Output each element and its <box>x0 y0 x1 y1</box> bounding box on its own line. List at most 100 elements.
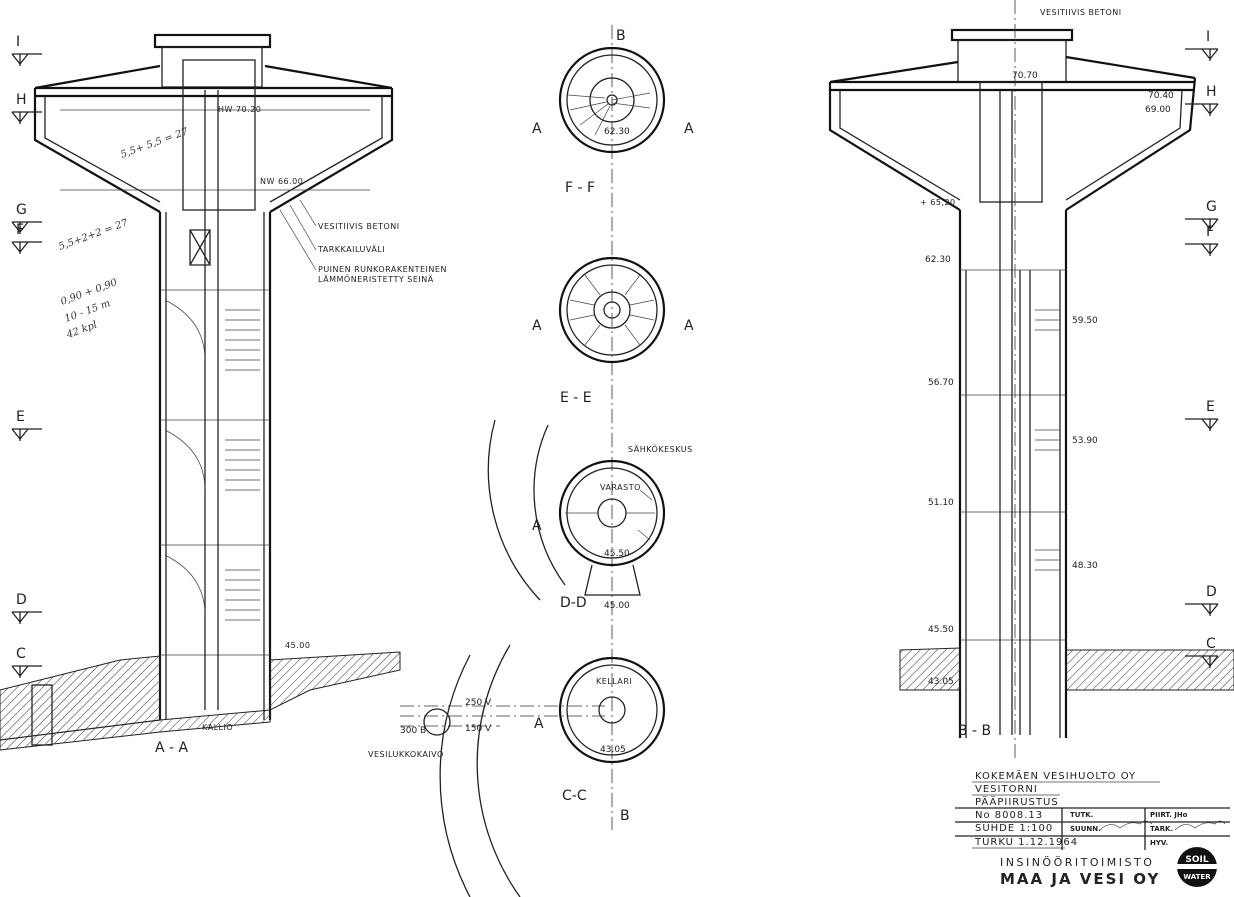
roof-slab <box>35 86 392 98</box>
tank-outer-wall <box>33 88 394 213</box>
section-b-b: VESITIIVIS BETONI 70.70 70.40 69.00 + 65… <box>828 0 1234 760</box>
drawing-label: C <box>16 646 26 662</box>
floor-lines <box>160 289 270 656</box>
drawing-label: SUUNN. <box>1070 825 1101 833</box>
drawing-label: D-D <box>560 595 587 611</box>
drawing-label: A <box>532 318 542 334</box>
water-level-lines <box>60 109 370 191</box>
slope-arc-outer <box>487 419 541 601</box>
foundation <box>0 709 271 751</box>
drawing-label: I <box>1206 29 1210 45</box>
drawing-label: 51.10 <box>928 498 954 508</box>
drawing-label: A <box>532 518 542 534</box>
scale: SUHDE 1:100 <box>975 823 1053 834</box>
wall-note-2: LÄMMÖNERISTETTY SEINÄ <box>318 274 434 284</box>
section-b-marker-top: B <box>616 28 626 44</box>
drawing-label: 59.50 <box>1072 316 1098 326</box>
drawing-label: D <box>16 592 27 608</box>
drawing-label: A <box>684 121 694 137</box>
drawing-label: H <box>16 92 27 108</box>
client-name: KOKEMÄEN VESIHUOLTO OY <box>975 769 1136 782</box>
pipes <box>400 705 605 727</box>
shaft-walls <box>158 212 272 720</box>
company-name: MAA JA VESI OY <box>1000 870 1160 888</box>
company-line-1: INSINÖÖRITOIMISTO <box>1000 856 1154 869</box>
drawing-label: E <box>16 409 25 425</box>
storage-label: VARASTO <box>600 483 641 492</box>
drawing-label: D <box>1206 584 1217 600</box>
drawing-label: 45.50 <box>604 549 630 559</box>
drawing-label: WATER <box>1183 873 1211 881</box>
drawing-label: + 65,20 <box>920 198 956 207</box>
shaft-inner-walls <box>165 212 265 720</box>
inspection-gap-label: TARKKAILUVÄLI <box>317 244 385 254</box>
drawing-label: A <box>532 121 542 137</box>
soil-water-logo: SOIL WATER <box>1177 847 1217 887</box>
drawing-type: PÄÄPIIRUSTUS <box>975 795 1059 808</box>
drawing-label: TUTK. <box>1070 811 1093 819</box>
drawing-label: PIIRT. JHo <box>1150 811 1188 819</box>
drawing-label: F <box>1206 224 1214 240</box>
signature-checker <box>1174 820 1226 831</box>
valve-well <box>423 708 451 736</box>
plans: 62.30 F - F B A A E - E A A VARASTO SÄHK… <box>368 25 694 897</box>
slope-arc-inner <box>533 424 566 586</box>
valve-well-label: VESILUKKOKAIVO <box>368 750 444 759</box>
entrance <box>584 564 641 596</box>
ground-level-label: 45.00 <box>285 641 310 650</box>
drawing-label: 70.40 <box>1148 91 1174 101</box>
electrical-panel-label: SÄHKÖKESKUS <box>628 444 693 454</box>
drawing-label: B <box>620 808 630 824</box>
tank-inner-wall <box>44 96 383 203</box>
roof <box>34 64 393 90</box>
plan-d-d: VARASTO SÄHKÖKESKUS 45.50 45.00 D-D A <box>532 444 693 611</box>
drawing-label: A <box>534 716 544 732</box>
drawing-label: VESITIIVIS BETONI <box>1040 8 1122 17</box>
drawing-label: 56.70 <box>928 378 954 388</box>
drawing-label: A <box>684 318 694 334</box>
drawing-label: 62.30 <box>604 127 630 137</box>
leader-lines <box>279 199 317 271</box>
roof-cap <box>153 33 272 49</box>
drawing-label: C-C <box>562 788 587 804</box>
drawing-label: HYV. <box>1150 839 1168 847</box>
drawing-label: SOIL <box>1185 855 1208 865</box>
section-a-title: A - A <box>155 740 189 756</box>
section-markers-left: I H G F E D C <box>11 34 42 678</box>
ground-right <box>269 651 401 711</box>
roof-cap <box>950 28 1074 42</box>
drawing-label: F - F <box>565 180 595 196</box>
central-shaft-top <box>182 59 256 211</box>
drawing-label: 43.05 <box>928 677 954 687</box>
plan-c-c: KELLARI 250 V 150 V 300 B VESILUKKOKAIVO… <box>368 656 666 824</box>
handwritten-note: 5,5+2+2 = 27 <box>57 217 130 252</box>
ground-left <box>0 655 161 741</box>
drawing-label: H <box>1206 84 1217 100</box>
drawing-label: 300 B <box>400 726 426 736</box>
drawing-label: B - B <box>958 723 991 739</box>
stairs <box>164 299 260 621</box>
drawing-label: 69.00 <box>1145 105 1171 115</box>
place-date: TURKU 1.12.1964 <box>974 837 1078 848</box>
drawing-label: C <box>1206 636 1216 652</box>
drawing-label: 43.05 <box>600 745 626 755</box>
hatch-box <box>189 229 211 266</box>
plan-e-e: E - E A A <box>532 256 694 406</box>
section-a-a: HW 70.20 NW 66.00 VESITIIVIS BETONI TARK… <box>0 33 446 756</box>
drawing-label: 150 V <box>465 724 492 734</box>
drawing-label: G <box>16 202 27 218</box>
drawing-label: F <box>16 222 24 238</box>
cap-housing <box>161 46 263 88</box>
plan-f-f: 62.30 F - F B A A <box>532 28 694 196</box>
section-markers-right: I H G F E D C <box>1185 29 1219 668</box>
slope-arc-lower <box>439 644 521 897</box>
drawing-label: 70.70 <box>1012 71 1038 81</box>
waterproof-concrete-label: VESITIIVIS BETONI <box>318 222 400 231</box>
drawing-label: E - E <box>560 390 592 406</box>
drawing-label: E <box>1206 399 1215 415</box>
drawing-label: I <box>16 34 20 50</box>
drawing-label: 45.50 <box>928 625 954 635</box>
drawing-label: 48.30 <box>1072 561 1098 571</box>
handwritten-note: 0,90 + 0,90 <box>59 277 119 308</box>
